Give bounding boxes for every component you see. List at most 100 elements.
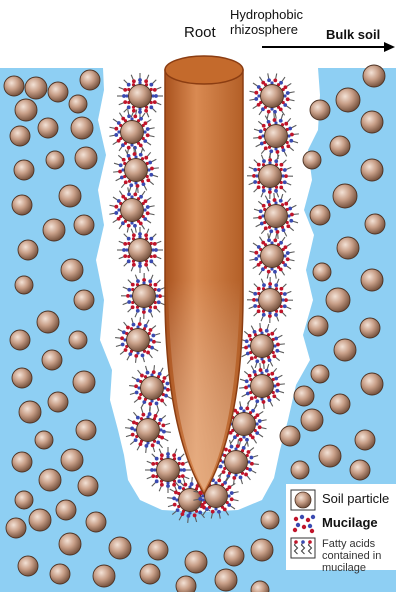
mucilage-bead [211,510,215,514]
mucilage-bead [273,110,277,114]
mucilage-bead [257,309,261,313]
soil-particle [19,401,41,423]
mucilage-bead [286,144,290,148]
root-label: Root [184,24,216,41]
soil-particle [69,331,87,349]
soil-particle [12,452,32,472]
mucilage-bead [136,184,140,188]
mucilage-bead [268,190,272,194]
mucilage-bead [122,248,126,252]
soil-particle [365,214,385,234]
soil-particle-icon [291,490,315,510]
mucilage-bead [146,211,150,215]
mucilage-bead [289,219,293,223]
mucilage-bead [124,348,128,352]
soil-particle [18,240,38,260]
mucilage-bead [245,438,249,442]
soil-particle [74,290,94,310]
mucilage-bead [177,479,181,483]
soil-particle [310,100,330,120]
mucilage-bead [146,205,150,209]
soil-particle-core [251,375,274,398]
mucilage-bead [136,416,140,420]
soil-particle-core [137,419,160,442]
soil-particle [313,263,331,281]
mucilage-bead [260,142,264,146]
mucilage-bead [273,270,277,274]
mucilage-bead [136,279,140,283]
mucilage-bead [148,402,152,406]
soil-particle [261,511,279,529]
mucilage-bead [151,462,155,466]
soil-particle [61,259,83,281]
mucilage-bead [176,508,180,512]
soil-particle [43,219,65,241]
soil-particle [42,350,62,370]
soil-particle [301,409,323,431]
mucilage-bead [140,374,144,378]
soil-particle [14,160,34,180]
mucilage-bead [144,156,148,160]
mucilage-bead [253,304,257,308]
mucilage-bead [262,124,266,128]
mucilage-bead [286,257,290,261]
soil-particle [310,205,330,225]
soil-particle [330,394,350,414]
mucilage-bead [283,304,287,308]
soil-particle [10,126,30,146]
mucilage-bead [286,251,290,255]
soil-particle-core [225,451,248,474]
mucilage-bead [236,444,240,448]
mucilage-bead [276,230,280,234]
mucilage-bead [244,346,248,350]
mucilage-bead [270,332,274,336]
mucilage-bead [290,213,294,217]
soil-particle-core [261,245,284,268]
mucilage-bead [264,226,268,230]
mucilage-bead [274,189,278,193]
soil-particle [291,461,309,479]
mucilage-bead [289,139,293,143]
mucilage-bead [283,292,287,296]
mucilage-bead [153,254,157,258]
mucilage-bead [127,288,131,292]
soil-particle-core [133,285,156,308]
mucilage-bead [259,368,263,372]
mucilage-bead [254,97,258,101]
soil-particle [56,500,76,520]
mucilage-bead [154,94,158,98]
mucilage-bead [262,204,266,208]
soil-particle [251,539,273,561]
soil-particle [333,184,357,208]
mucilage-bead [158,418,162,422]
mucilage-bead [253,168,257,172]
mucilage-bead [127,105,131,109]
mucilage-bead [249,456,253,460]
mucilage-bead [126,326,130,330]
mucilage-bead [127,300,131,304]
soil-particle [355,430,375,450]
hydrophobic-rhizosphere-label: Hydrophobic rhizosphere [230,7,303,37]
mucilage-bead [257,287,261,291]
mucilage-bead [274,337,278,341]
mucilage-bead [244,386,248,390]
soil-particle [15,276,33,294]
mucilage-bead [151,334,155,338]
mucilage-bead [286,91,290,95]
mucilage-bead [150,468,154,472]
mucilage-bead [155,457,159,461]
mucilage-bead [151,474,155,478]
mucilage-bead [275,389,279,393]
mucilage-bead [133,192,137,196]
mucilage-bead [127,146,131,150]
mucilage-bead [149,259,153,263]
mucilage-bead [264,146,268,150]
mucilage-bead [258,425,262,429]
mucilage-bead [144,233,148,237]
mucilage-bead [273,238,277,242]
soil-particle-core [265,205,288,228]
mucilage-bead [152,340,156,344]
mucilage-bead [275,349,279,353]
soil-particle [308,316,328,336]
mucilage-bead [288,127,292,131]
